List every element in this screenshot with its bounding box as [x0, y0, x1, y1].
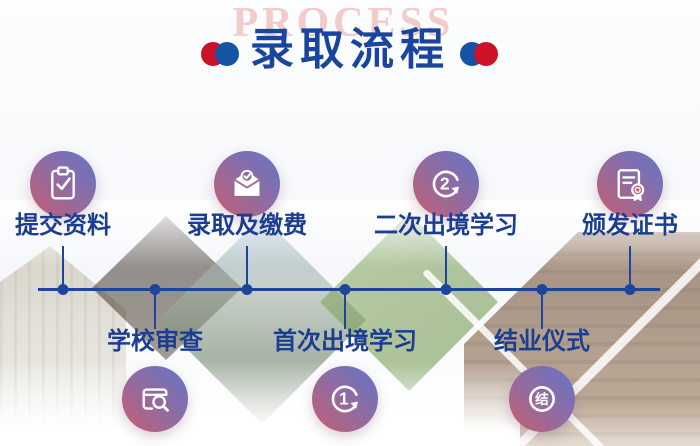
- timeline-node-dot: [624, 284, 636, 295]
- page-title: 录取流程: [250, 25, 450, 74]
- collage-bottom-fade: [0, 362, 520, 446]
- certificate-award-icon: [597, 151, 663, 217]
- clipboard-check-icon: [30, 151, 96, 217]
- svg-text:2: 2: [440, 173, 450, 193]
- process-watermark-text: PROCESS: [232, 0, 455, 46]
- step-label: 提交资料: [15, 212, 111, 239]
- step-label: 二次出境学习: [374, 212, 518, 239]
- timeline-node-dot: [149, 284, 161, 295]
- step-label: 结业仪式: [494, 328, 590, 355]
- timeline-node-dot: [440, 284, 452, 295]
- step-label: 学校审查: [107, 328, 203, 355]
- step-label: 首次出境学习: [273, 328, 417, 355]
- connector-line: [541, 291, 543, 329]
- connector-line: [629, 246, 631, 289]
- cycle-2-icon: 2: [413, 151, 479, 217]
- document-search-icon: [122, 366, 188, 432]
- connector-line: [154, 291, 156, 329]
- svg-text:结: 结: [535, 391, 549, 407]
- timeline-node-dot: [339, 284, 351, 295]
- step-label: 颁发证书: [582, 212, 678, 239]
- cycle-1-icon: 1: [312, 366, 378, 432]
- collage-top-fade: [0, 200, 700, 275]
- title-dot-right-red: [474, 42, 498, 66]
- timeline-node-dot: [536, 284, 548, 295]
- envelope-check-icon: [214, 151, 280, 217]
- timeline-node-dot: [57, 284, 69, 295]
- connector-line: [62, 246, 64, 289]
- completion-badge-icon: 结: [509, 366, 575, 432]
- connector-line: [344, 291, 346, 329]
- connector-line: [246, 246, 248, 289]
- connector-line: [445, 246, 447, 289]
- step-label: 录取及缴费: [187, 212, 307, 239]
- title-dot-left-blue: [215, 42, 239, 66]
- timeline-node-dot: [241, 284, 253, 295]
- svg-text:1: 1: [339, 388, 349, 408]
